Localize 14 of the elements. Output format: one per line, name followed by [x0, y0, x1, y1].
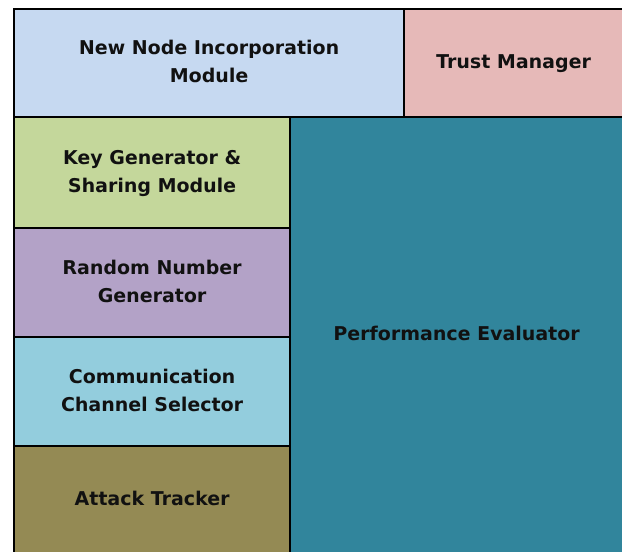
module-label: New Node Incorporation Module: [78, 36, 340, 89]
module-label: Communication Channel Selector: [60, 364, 244, 418]
module-label: Trust Manager: [435, 50, 592, 76]
module-box: [403, 8, 622, 118]
module-label: Performance Evaluator: [332, 322, 581, 348]
module-box: [13, 8, 405, 118]
module-box: [13, 227, 291, 338]
module-box: [13, 445, 291, 552]
module-label: Attack Tracker: [74, 486, 230, 512]
module-label: Key Generator & Sharing Module: [62, 146, 242, 198]
module-box: [289, 116, 622, 552]
module-box: [13, 116, 291, 229]
module-box: [13, 336, 291, 447]
module-label: Random Number Generator: [61, 256, 243, 308]
